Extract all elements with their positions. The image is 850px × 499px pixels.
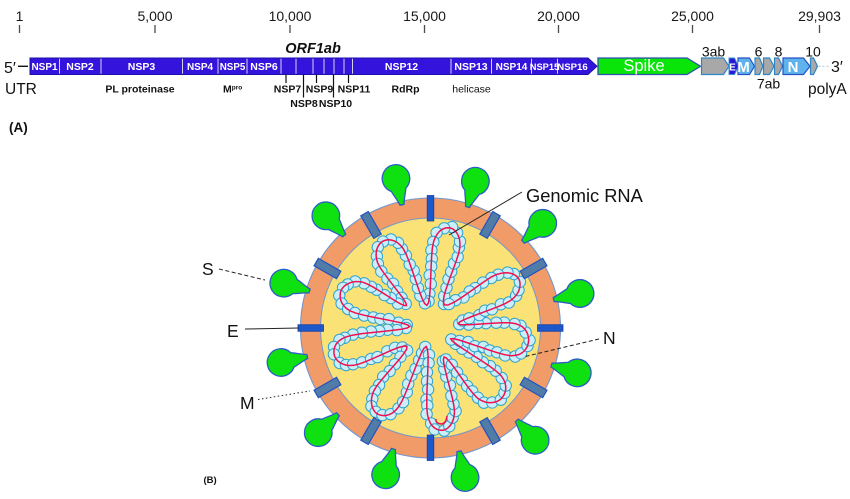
svg-text:20,000: 20,000 [537, 8, 580, 24]
svg-text:1: 1 [16, 8, 24, 24]
svg-text:5′: 5′ [4, 60, 16, 77]
svg-text:15,000: 15,000 [403, 8, 446, 24]
svg-text:NSP1: NSP1 [31, 62, 58, 73]
svg-text:Mpro: Mpro [223, 84, 242, 96]
svg-text:10,000: 10,000 [269, 8, 312, 24]
svg-text:M: M [240, 393, 255, 413]
svg-text:E: E [227, 321, 239, 341]
svg-text:5,000: 5,000 [137, 8, 172, 24]
svg-text:25,000: 25,000 [671, 8, 714, 24]
svg-text:N: N [603, 328, 616, 348]
svg-text:(A): (A) [9, 120, 28, 135]
svg-text:NSP7: NSP7 [274, 84, 302, 96]
svg-text:29,903: 29,903 [798, 8, 841, 24]
svg-text:E: E [729, 63, 736, 74]
svg-text:S: S [202, 259, 214, 279]
svg-text:10: 10 [805, 44, 821, 60]
svg-text:NSP4: NSP4 [187, 62, 214, 73]
svg-text:NSP14: NSP14 [496, 62, 528, 73]
svg-text:ORF1ab: ORF1ab [285, 41, 341, 57]
svg-text:6: 6 [755, 44, 763, 60]
svg-text:M: M [737, 59, 750, 76]
svg-text:N: N [788, 59, 799, 76]
svg-text:RdRp: RdRp [392, 84, 420, 96]
svg-text:PL proteinase: PL proteinase [105, 84, 174, 96]
svg-text:NSP8: NSP8 [290, 98, 318, 110]
svg-text:helicase: helicase [452, 84, 491, 96]
svg-text:Spike: Spike [623, 57, 664, 75]
svg-text:NSP9: NSP9 [306, 84, 334, 96]
svg-text:NSP3: NSP3 [128, 61, 156, 73]
svg-text:NSP5: NSP5 [220, 62, 246, 73]
svg-text:UTR: UTR [5, 81, 37, 98]
svg-text:NSP16: NSP16 [557, 62, 587, 73]
svg-text:NSP13: NSP13 [454, 61, 487, 73]
svg-text:(B): (B) [204, 475, 217, 486]
svg-text:NSP6: NSP6 [250, 61, 278, 73]
svg-text:NSP11: NSP11 [338, 84, 371, 96]
svg-text:7ab: 7ab [757, 76, 781, 92]
svg-text:NSP15: NSP15 [530, 62, 559, 72]
svg-text:Genomic RNA: Genomic RNA [526, 185, 644, 206]
svg-text:3ab: 3ab [702, 44, 726, 60]
svg-text:8: 8 [775, 44, 783, 60]
svg-text:NSP10: NSP10 [319, 98, 352, 110]
svg-text:NSP2: NSP2 [66, 61, 94, 73]
svg-text:polyA: polyA [808, 81, 847, 98]
svg-text:NSP12: NSP12 [385, 61, 418, 73]
svg-text:3′: 3′ [831, 59, 843, 76]
